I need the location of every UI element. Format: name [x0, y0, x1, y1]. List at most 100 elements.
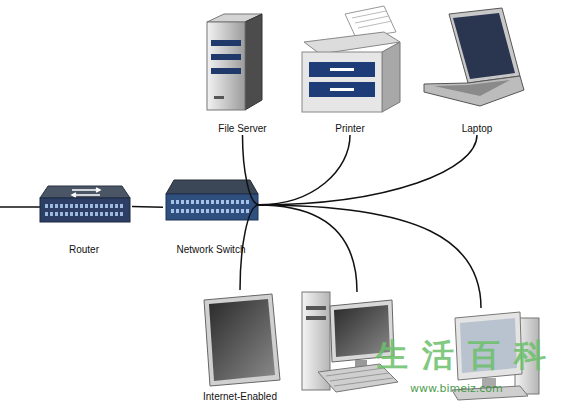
- router-icon-part-part: [60, 212, 63, 216]
- router-icon-part-part: [60, 204, 63, 208]
- watermark: 生活百科: [376, 334, 560, 378]
- switch-icon-part-part: [226, 200, 229, 204]
- switch-icon-part-part: [191, 200, 194, 204]
- network-wire-part: [258, 205, 357, 292]
- router-icon-part-part: [100, 212, 103, 216]
- desktop-icon-part: [306, 316, 326, 320]
- printer-icon-part: [309, 82, 375, 97]
- printer-icon-part: [309, 62, 375, 77]
- switch-icon-part-part: [216, 209, 219, 213]
- router-icon-part-part: [115, 204, 118, 208]
- printer-icon: [302, 6, 400, 112]
- router-icon-part-part: [80, 204, 83, 208]
- router-icon-part-part: [120, 204, 123, 208]
- network-cable: [259, 135, 350, 205]
- monitor-icon-part: [204, 294, 280, 386]
- router-icon-part: [40, 198, 130, 222]
- device-node: File Server: [205, 10, 280, 135]
- device-label: Network Switch: [163, 244, 259, 256]
- desktop-icon-part: [306, 306, 326, 310]
- switch-icon-part: [166, 180, 258, 194]
- printer-icon-part: [330, 88, 354, 91]
- router-icon-part-part: [85, 204, 88, 208]
- switch-icon-part-part: [176, 209, 179, 213]
- switch-icon-part-part: [231, 200, 234, 204]
- router-icon-part-part: [95, 204, 98, 208]
- switch-icon-part-part: [211, 200, 214, 204]
- device-label: Laptop: [422, 123, 532, 135]
- switch-icon-part-part: [231, 209, 234, 213]
- server-icon-part: [211, 54, 241, 60]
- router-icon-part-part: [65, 212, 68, 216]
- device-label: Printer: [295, 123, 405, 135]
- switch-icon-part-part: [186, 209, 189, 213]
- switch-icon-part-part: [186, 200, 189, 204]
- network-cable: [243, 135, 260, 205]
- laptop-icon-part: [424, 76, 524, 106]
- switch-icon-part-part: [206, 200, 209, 204]
- switch-icon-part-part: [201, 200, 204, 204]
- router-icon-part-part: [90, 204, 93, 208]
- server-icon-part: [211, 68, 241, 74]
- router-icon-part-part: [115, 212, 118, 216]
- switch-icon-part-part: [246, 200, 249, 204]
- switch-icon-part-part: [221, 209, 224, 213]
- router-icon-part-part: [45, 212, 48, 216]
- switch-icon-part-part: [196, 209, 199, 213]
- device-node: Internet-Enabled: [190, 290, 290, 403]
- router-icon-part-part: [85, 212, 88, 216]
- router-icon-part-part: [55, 204, 58, 208]
- router-icon-part-part: [100, 204, 103, 208]
- router-icon-part-part: [55, 212, 58, 216]
- printer-icon-part: [382, 42, 400, 112]
- device-node: Printer: [295, 4, 405, 135]
- network-wire-part: [0, 206, 40, 208]
- router-icon-part: [72, 188, 100, 197]
- switch-icon-part-part: [201, 209, 204, 213]
- laptop-icon-part: [449, 8, 520, 83]
- switch-icon-part-part: [216, 200, 219, 204]
- server-icon-part: [245, 14, 262, 110]
- switch-icon-part-part: [196, 200, 199, 204]
- router-icon-part-part: [105, 204, 108, 208]
- watermark: www.bimeiz.com: [410, 382, 503, 395]
- server-icon-part: [214, 96, 224, 99]
- router-icon-part-part: [110, 204, 113, 208]
- laptop-icon: [424, 8, 524, 106]
- network-cable: [259, 135, 477, 205]
- router-icon-part-part: [50, 212, 53, 216]
- switch-icon-part-part: [241, 200, 244, 204]
- switch-icon-part-part: [226, 209, 229, 213]
- device-node: Router: [36, 180, 132, 256]
- switch-icon-part-part: [171, 209, 174, 213]
- router-icon-part-part: [105, 212, 108, 216]
- laptop-icon-part: [453, 13, 515, 79]
- router-icon-part-part: [50, 204, 53, 208]
- switch-icon-part: [166, 194, 258, 220]
- router-icon-part-part: [75, 204, 78, 208]
- switch-icon-part-part: [211, 209, 214, 213]
- printer-icon-part: [330, 68, 354, 71]
- router-icon-part-part: [70, 212, 73, 216]
- router-icon-part-part: [45, 204, 48, 208]
- switch-icon-part-part: [236, 209, 239, 213]
- switch-icon-part-part: [241, 209, 244, 213]
- device-label: Internet-Enabled: [190, 391, 290, 403]
- router-icon-part: [45, 204, 123, 216]
- device-node: Network Switch: [163, 176, 259, 256]
- device-label: Router: [36, 244, 132, 256]
- router-icon-part-part: [90, 212, 93, 216]
- server-icon-part: [207, 22, 245, 110]
- router-icon-part-part: [75, 212, 78, 216]
- router-icon: [40, 186, 130, 222]
- router-icon-part-part: [120, 212, 123, 216]
- router-icon-part: [40, 186, 130, 198]
- switch-icon-part-part: [176, 200, 179, 204]
- router-icon-part-part: [110, 212, 113, 216]
- device-label: File Server: [205, 123, 280, 135]
- switch-icon-part-part: [236, 200, 239, 204]
- laptop-icon-part: [434, 80, 510, 96]
- router-icon-part-part: [80, 212, 83, 216]
- switch-icon-part-part: [191, 209, 194, 213]
- printer-icon-part: [302, 52, 382, 112]
